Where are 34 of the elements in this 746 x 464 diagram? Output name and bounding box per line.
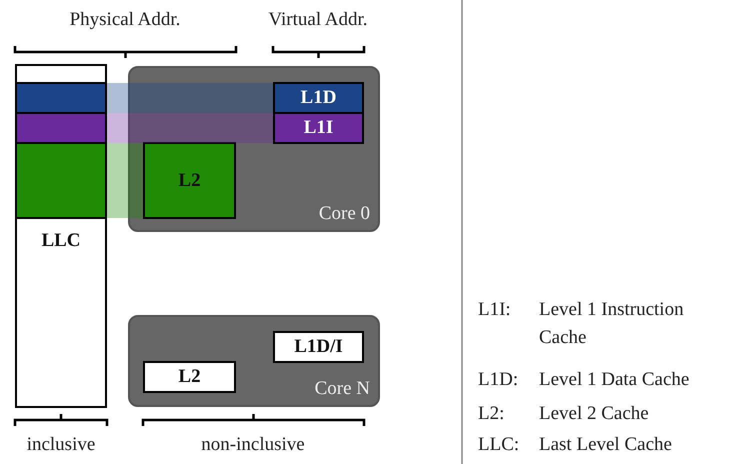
- label-text: Level 1 Instruction Cache: [539, 298, 685, 350]
- abbreviation: L2:: [478, 402, 506, 426]
- cache-name: L1D: [300, 87, 336, 109]
- mapping-band: [107, 143, 143, 218]
- core-box: [128, 315, 380, 407]
- cache-name: Core 0: [318, 203, 370, 225]
- cache-name: L1D/I: [294, 336, 343, 358]
- label-text: Physical Addr.: [68, 8, 182, 32]
- label-text: non-inclusive: [200, 433, 306, 457]
- cache-slice-bar: [15, 82, 107, 114]
- abbreviation: L1I:: [478, 298, 512, 322]
- cache-name: L1I: [304, 117, 334, 139]
- mapping-band: [107, 83, 273, 113]
- cache-name: Core N: [314, 378, 370, 400]
- cache-slice-bar: [15, 112, 107, 144]
- abbreviation: L1D:: [478, 368, 520, 392]
- core-box: [128, 66, 380, 232]
- mapping-band: [107, 113, 273, 143]
- label-text: Level 2 Cache: [539, 402, 650, 426]
- cache-name: L2: [178, 366, 201, 388]
- cache-box: [273, 331, 364, 363]
- label-text: Level 1 Data Cache: [539, 368, 690, 392]
- label-text: inclusive: [26, 433, 96, 457]
- cache-column: [15, 64, 107, 408]
- cache-box: [273, 82, 364, 114]
- cache-name: LLC: [40, 230, 82, 252]
- label-text: Last Level Cache: [539, 433, 673, 457]
- cache-name: L2: [178, 170, 201, 192]
- label-text: Virtual Addr.: [267, 8, 369, 32]
- cache-box: [273, 112, 364, 144]
- cache-slice-bar: [15, 142, 107, 219]
- cache-box: [143, 142, 236, 219]
- cache-box: [143, 361, 236, 393]
- abbreviation: LLC:: [478, 433, 520, 457]
